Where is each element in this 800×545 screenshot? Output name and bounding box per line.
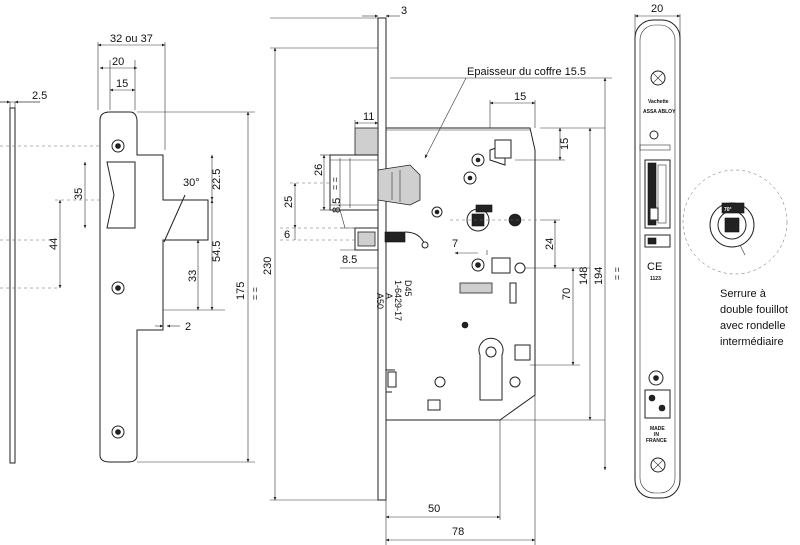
made-in-france-line3: FRANCE <box>646 438 667 444</box>
dim-148: 148 <box>578 267 590 285</box>
case-mark-serial: 1-6429-17 <box>393 280 403 321</box>
dim-78: 78 <box>452 526 464 538</box>
dim-25: 25 <box>283 196 295 208</box>
dim-15-right: 15 <box>559 138 571 150</box>
made-in-france-line2: IN <box>654 432 659 438</box>
dim-33: 33 <box>187 270 199 282</box>
dim-194-equal: = = <box>612 267 622 280</box>
case-mark-a: A <box>384 293 394 299</box>
strike-plate-front-view: 32 ou 37 20 15 35 44 30° 22.5 54.5 33 2 … <box>0 33 260 463</box>
dim-50: 50 <box>428 503 440 515</box>
dim-175: 175 <box>235 282 247 300</box>
dim-7: 7 <box>452 238 458 250</box>
dim-175-equal: = = <box>250 287 260 300</box>
dim-70: 70 <box>561 288 573 300</box>
label-serrure-line4: intermédiaire <box>720 336 784 348</box>
strike-plate-side-view: 2.5 <box>0 90 47 464</box>
made-in-france-line1: MADE <box>650 426 665 432</box>
dim-2: 2 <box>185 321 191 333</box>
dim-3: 3 <box>401 5 407 17</box>
brand-vachette: Vachette <box>648 99 669 105</box>
label-epaisseur-coffre: Epaisseur du coffre 15.5 <box>467 66 586 78</box>
dim-22-5: 22.5 <box>211 169 223 190</box>
dim-6: 6 <box>284 229 290 241</box>
dim-35: 35 <box>73 188 85 200</box>
dim-54-5: 54.5 <box>211 241 223 262</box>
dim-32-ou-37: 32 ou 37 <box>110 33 153 45</box>
dim-44: 44 <box>48 238 60 250</box>
faceplate-front-view: 20 Vachette ASSA ABLOY CE 1123 MADE IN F… <box>634 3 681 499</box>
brand-assa-abloy: ASSA ABLOY <box>643 109 676 115</box>
dim-11: 11 <box>363 111 374 123</box>
dim-26: 26 <box>313 164 325 176</box>
cylinder-hole-icon <box>478 337 504 401</box>
dim-8-5-lower: 8.5 <box>342 254 357 266</box>
rosette-mark: 70° <box>724 207 732 213</box>
dim-30-degrees: 30° <box>183 177 200 189</box>
dim-26-equal: = = <box>330 177 340 190</box>
dim-15-strike: 15 <box>116 78 128 90</box>
dim-194: 194 <box>593 267 605 285</box>
dim-20-front: 20 <box>651 3 663 15</box>
dim-24: 24 <box>544 238 556 250</box>
ce-mark: CE <box>647 261 662 273</box>
dim-15-case: 15 <box>514 91 526 103</box>
lock-case-view: 230 3 <box>262 5 622 545</box>
cert-number: 1123 <box>650 276 661 282</box>
dim-2-5: 2.5 <box>32 90 47 102</box>
label-serrure-line2: double fouillot <box>720 304 788 316</box>
dim-8-5-upper: 8.5 <box>331 198 343 213</box>
dim-20-strike: 20 <box>112 56 124 68</box>
label-serrure-line1: Serrure à <box>720 288 767 300</box>
case-mark-d45: D45 <box>403 280 413 297</box>
label-serrure-line3: avec rondelle <box>720 320 785 332</box>
double-follower-detail: 70° Serrure à double fouillot avec ronde… <box>682 169 788 348</box>
case-mark-a50: A50 <box>375 293 385 309</box>
dim-230: 230 <box>262 257 274 275</box>
